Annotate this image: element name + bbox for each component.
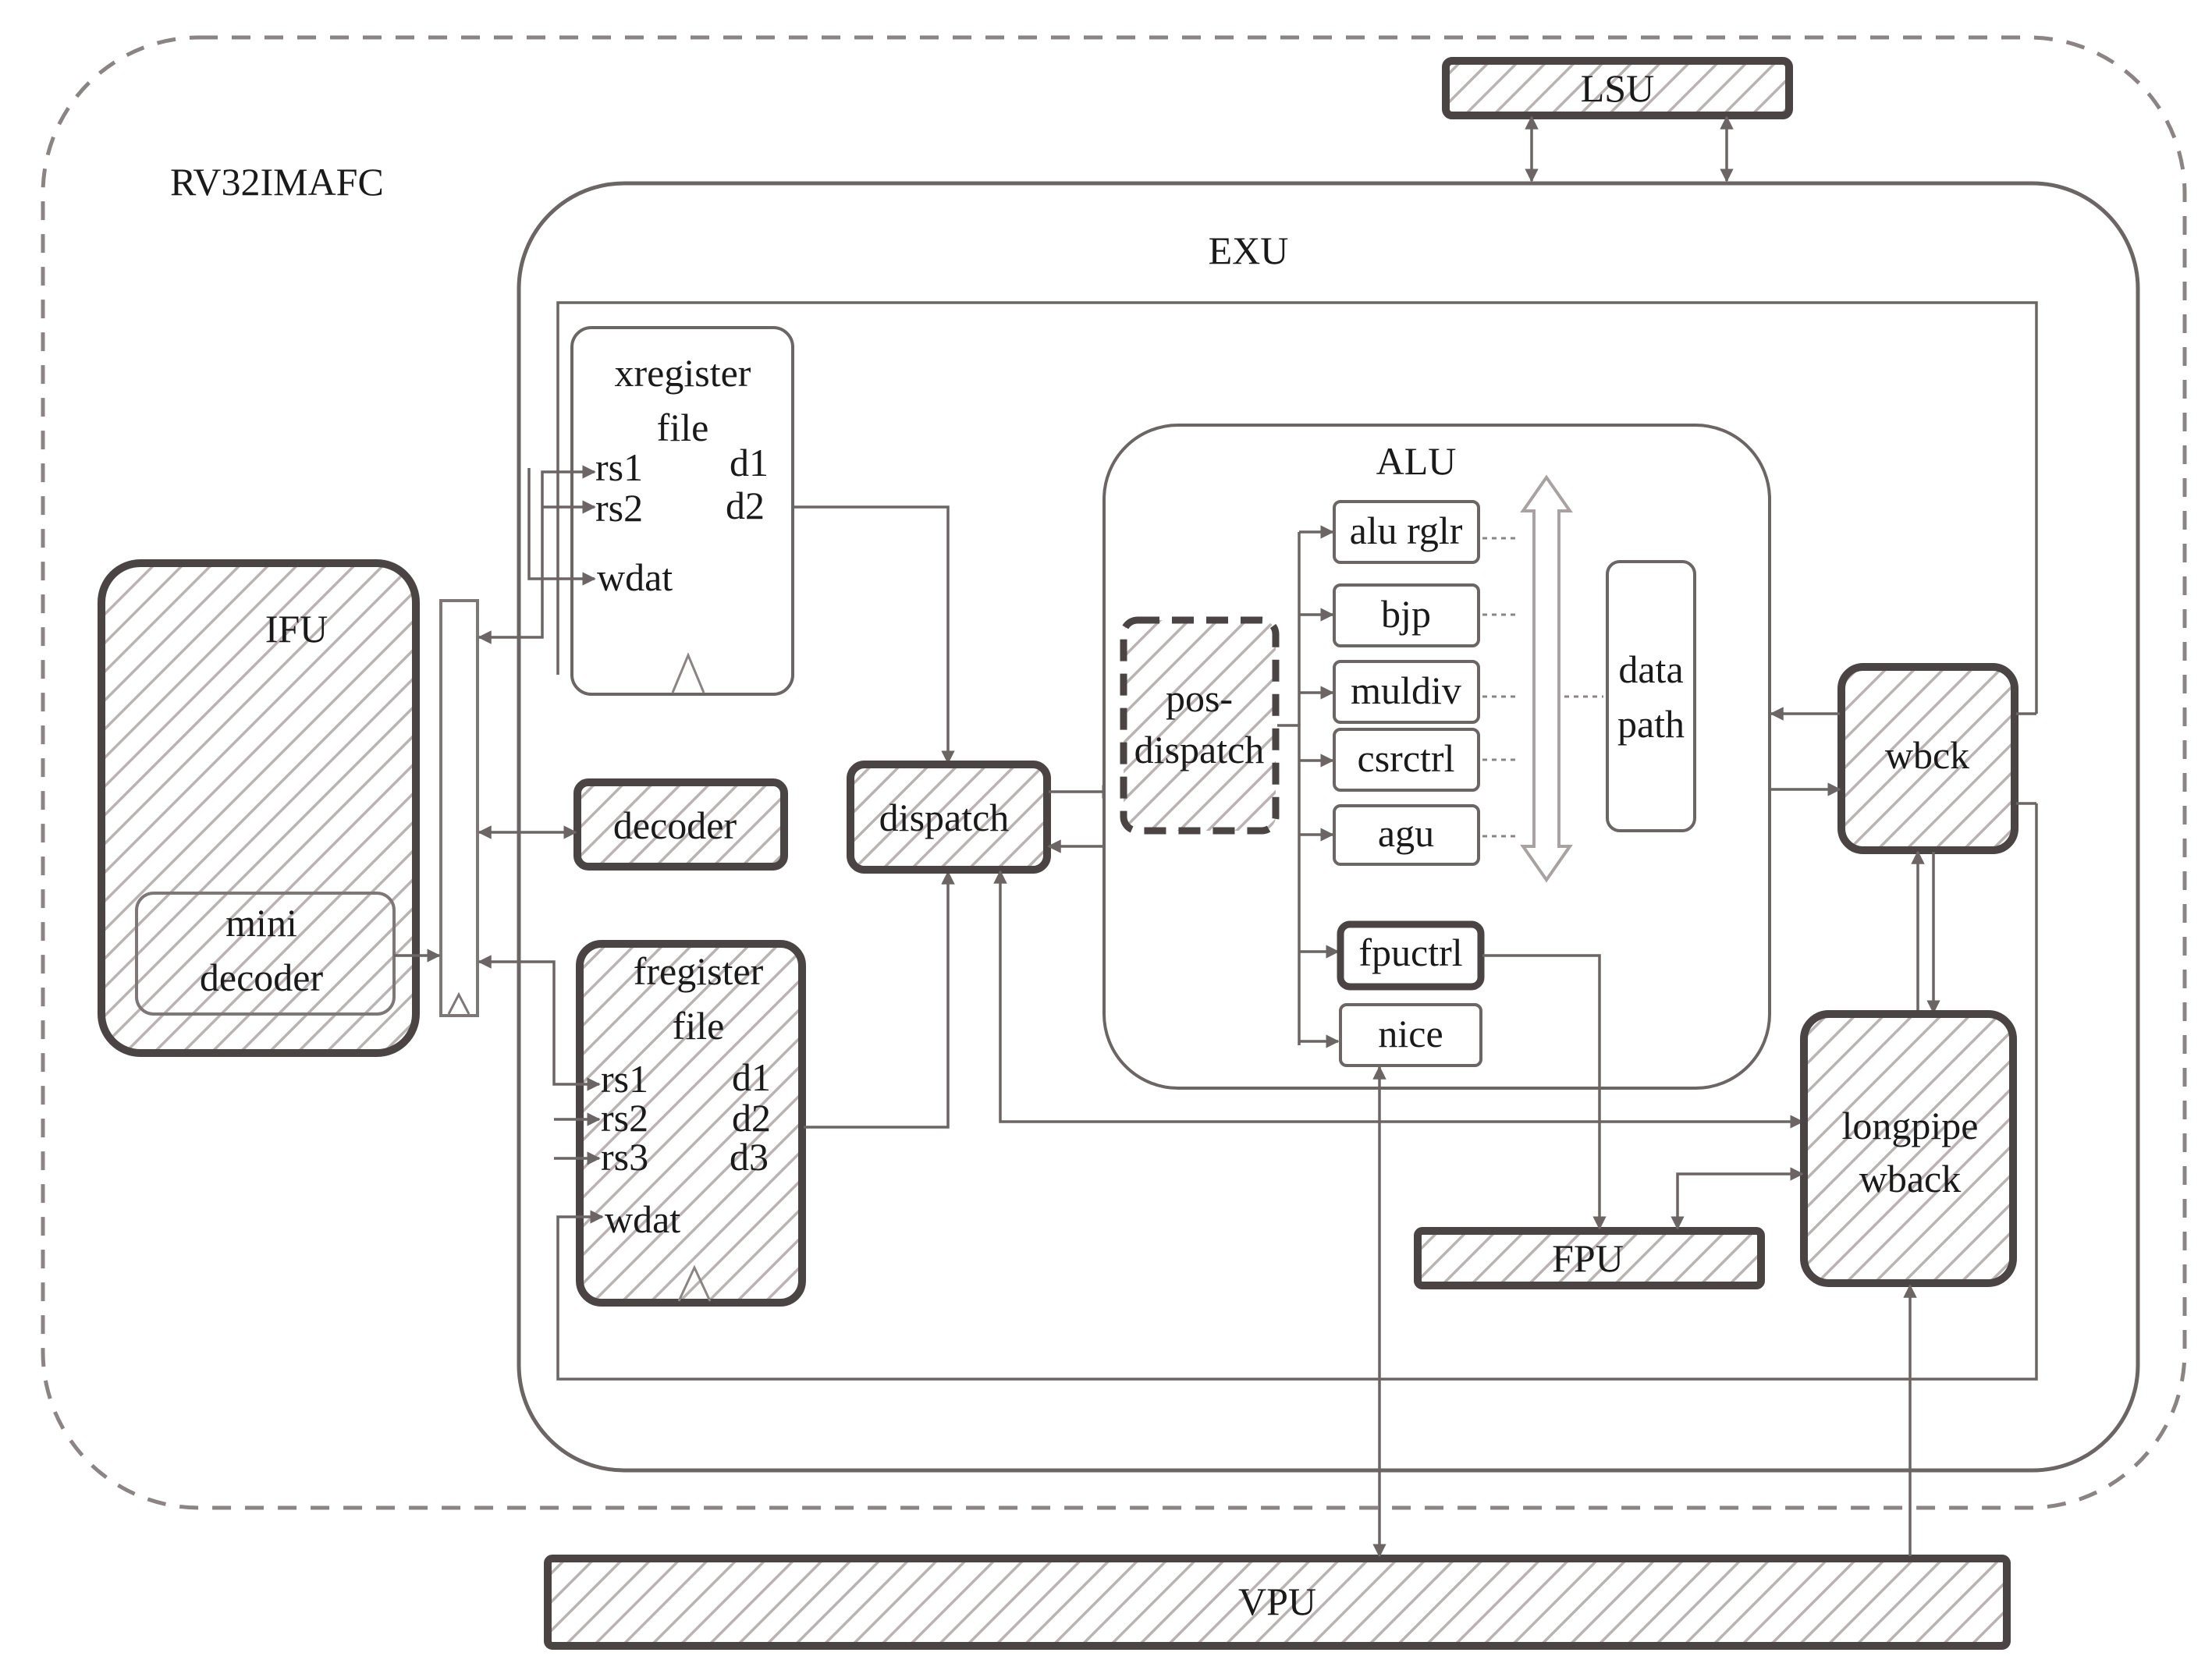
csrctrl-label: csrctrl [1358, 736, 1455, 780]
dispatch-to-longpipe [993, 870, 1804, 1129]
muldiv-label: muldiv [1351, 668, 1461, 712]
fpuctrl-to-fpu [1482, 954, 1607, 1230]
fregister-to-dispatch [804, 871, 955, 1129]
dispatch-label: dispatch [879, 796, 1010, 839]
mini-decoder-label-line2: decoder [200, 956, 324, 999]
lsu-block [1442, 57, 1793, 119]
bus-to-xregister-rs [478, 465, 596, 644]
fregister-d1-port: d1 [732, 1055, 771, 1099]
muldiv-unit [1333, 660, 1480, 724]
xregister-d1-port: d1 [730, 441, 769, 484]
wb-to-xregister-wdat [527, 468, 596, 586]
fpu-to-longpipe [1671, 1167, 1804, 1230]
longpipe-label-line2: wback [1859, 1157, 1962, 1200]
alu-internal-bus-arrow [1520, 474, 1573, 883]
ifu-bus-bar-notch [447, 991, 470, 1015]
decoder-block [573, 778, 788, 871]
xregister-to-dispatch [794, 505, 955, 764]
agu-unit [1333, 804, 1480, 866]
dispatch-block [847, 761, 1051, 874]
xregister-rs1-port: rs1 [595, 445, 643, 489]
xregister-title-line1: xregister [615, 351, 751, 395]
alu-label: ALU [1376, 439, 1457, 483]
fpu-label: FPU [1552, 1236, 1624, 1280]
bus-to-fregister-rs [478, 955, 601, 1091]
decoder-label: decoder [613, 803, 737, 847]
nice-label: nice [1378, 1012, 1443, 1055]
datapath-label-line2: path [1617, 702, 1685, 746]
fpuctrl-label: fpuctrl [1358, 931, 1462, 974]
fregister-d2-port: d2 [732, 1096, 771, 1140]
pos-dispatch-label-line1: pos- [1166, 676, 1233, 720]
lsu-label: LSU [1581, 66, 1654, 110]
fpu-block [1414, 1227, 1765, 1289]
xregister-title-line2: file [657, 406, 709, 449]
xregister-d2-port: d2 [726, 484, 765, 527]
xregister-clock-notch [671, 652, 705, 693]
datapath-block [1606, 560, 1696, 832]
fpuctrl-unit [1337, 920, 1485, 991]
pos-dispatch-block [1120, 616, 1280, 835]
fregister-d3-port: d3 [730, 1135, 769, 1179]
mini-decoder-label-line1: mini [225, 901, 297, 945]
exu-inner-frame-bottom [556, 803, 2038, 1381]
fregister-clock-notch [677, 1264, 712, 1302]
wbck-block [1837, 663, 2018, 854]
ifu-label: IFU [265, 607, 328, 651]
xregister-wdat-port: wdat [597, 555, 673, 599]
fregister-file-block [576, 940, 806, 1307]
vpu-label: VPU [1238, 1580, 1316, 1623]
unit-to-bus-links [1482, 537, 1603, 838]
bjp-unit [1333, 583, 1480, 647]
mini-decoder-block [135, 892, 396, 1016]
fregister-rs3-port: rs3 [601, 1135, 648, 1179]
fregister-rs2-port: rs2 [601, 1096, 648, 1140]
rv32imafc-boundary [41, 35, 2187, 1510]
xregister-rs2-port: rs2 [595, 486, 643, 530]
alu-rglr-label: alu rglr [1350, 509, 1463, 552]
pos-dispatch-label-line2: dispatch [1134, 728, 1265, 771]
wbck-label: wbck [1885, 733, 1969, 777]
alu-rglr-unit [1333, 500, 1480, 564]
longpipe-label-line1: longpipe [1842, 1104, 1979, 1147]
longpipe-wback-block [1800, 1010, 2017, 1287]
wb-to-fregister-wdat [556, 1210, 604, 1326]
fregister-title-line2: file [673, 1004, 725, 1048]
rv32imafc-label: RV32IMAFC [170, 160, 384, 204]
exu-label: EXU [1209, 229, 1289, 272]
nice-unit [1339, 1003, 1482, 1067]
ifu-block [98, 559, 420, 1057]
agu-label: agu [1378, 811, 1434, 855]
fregister-wdat-port: wdat [605, 1197, 680, 1241]
ifu-bus-bar [439, 599, 479, 1017]
fregister-title-line1: fregister [634, 949, 764, 993]
bjp-label: bjp [1381, 592, 1431, 636]
csrctrl-unit [1333, 728, 1480, 792]
datapath-label-line1: data [1618, 647, 1683, 691]
vpu-block [544, 1555, 2011, 1650]
fregister-rs1-port: rs1 [601, 1057, 648, 1101]
